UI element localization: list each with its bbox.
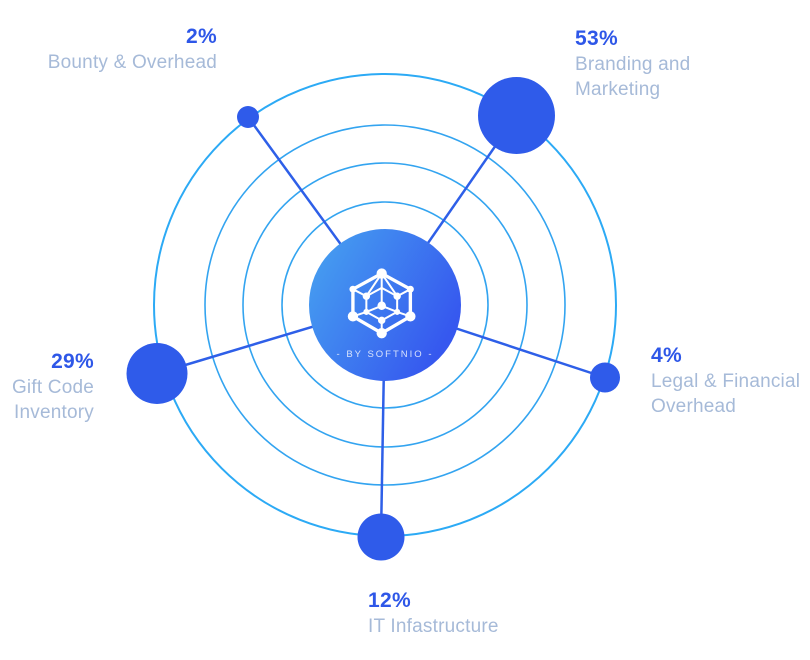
callout-giftcode-pct: 29% (51, 350, 94, 373)
bubble-branding (478, 77, 555, 154)
callout-branding-label: Branding and Marketing (575, 54, 691, 100)
callout-it: 12% IT Infastructure (368, 588, 588, 639)
callout-giftcode-label: Gift Code Inventory (11, 377, 94, 423)
callout-bounty-pct: 2% (186, 25, 217, 48)
callout-legal-pct: 4% (651, 344, 682, 367)
callout-it-label: IT Infastructure (368, 616, 499, 637)
orbit-ring-2 (242, 162, 528, 448)
bubble-giftcode (126, 343, 188, 404)
callout-legal: 4% Legal & Financial Overhead (651, 343, 810, 419)
callout-bounty-label: Bounty & Overhead (47, 52, 217, 73)
bubble-legal (590, 362, 620, 393)
token-network-icon (347, 268, 416, 339)
orbit-ring-3 (204, 124, 566, 486)
orbit-ring-1 (281, 201, 489, 409)
callout-bounty: 2% Bounty & Overhead (0, 24, 217, 75)
callout-legal-label: Legal & Financial Overhead (651, 371, 801, 417)
callout-giftcode: 29% Gift Code Inventory (0, 349, 94, 425)
callout-it-pct: 12% (368, 589, 411, 612)
bubble-it (357, 513, 405, 561)
center-brand-text: - BY SOFTNIO - (337, 349, 434, 360)
callout-branding-pct: 53% (575, 27, 618, 50)
callout-branding: 53% Branding and Marketing (575, 26, 705, 102)
bubble-bounty (237, 106, 259, 128)
